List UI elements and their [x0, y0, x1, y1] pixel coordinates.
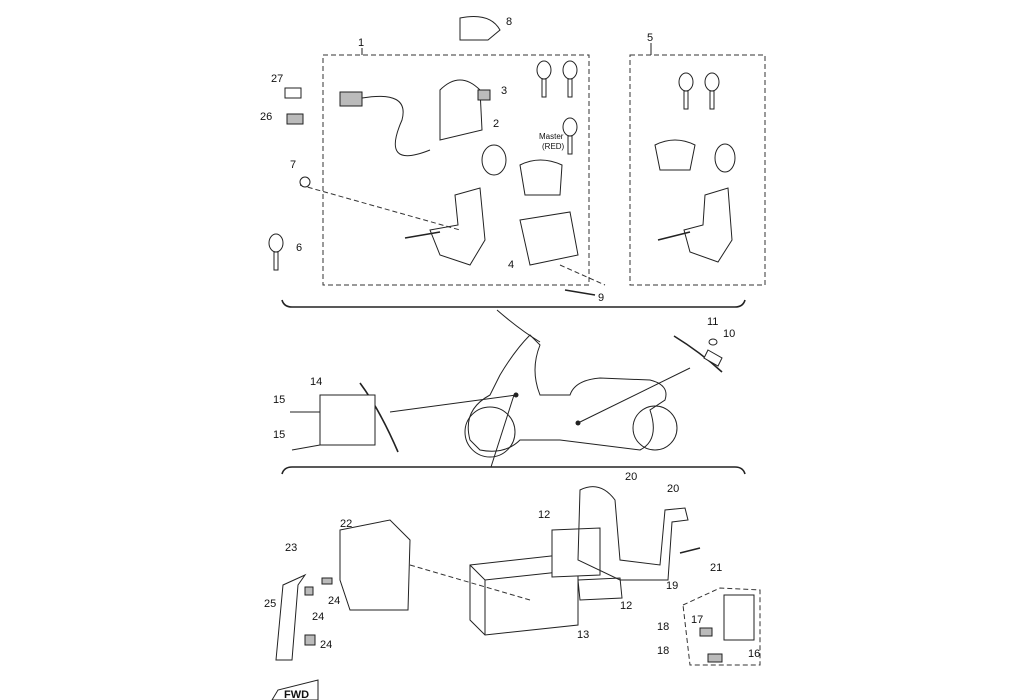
ignition-parts [299, 16, 606, 296]
callout-8: 8 [506, 16, 512, 28]
callout-22: 22 [340, 518, 352, 530]
callout-24b: 24 [312, 611, 324, 623]
lock-set-group-box [629, 54, 766, 286]
callout-27: 27 [271, 73, 283, 85]
callout-1: 1 [358, 37, 364, 49]
callout-15: 15 [273, 394, 285, 406]
fwd-arrow-icon: FWD [271, 679, 319, 700]
battery-parts [275, 486, 761, 666]
callout-3: 3 [501, 85, 507, 97]
callout-12b: 12 [620, 600, 632, 612]
callout-19: 19 [666, 580, 678, 592]
callout-13: 13 [577, 629, 589, 641]
section-bracket-top [281, 299, 746, 308]
rectifier-regulator [319, 394, 376, 446]
key-icons [268, 60, 736, 271]
callout-21: 21 [710, 562, 722, 574]
callout-4: 4 [508, 259, 514, 271]
callout-18: 18 [657, 621, 669, 633]
callout-25: 25 [264, 598, 276, 610]
callout-12: 12 [538, 509, 550, 521]
callout-16: 16 [748, 648, 760, 660]
callout-9: 9 [598, 292, 604, 304]
callouts: 1 2 3 4 5 6 7 8 9 10 11 12 12 13 14 15 1… [260, 16, 760, 660]
callout-2: 2 [493, 118, 499, 130]
callout-5: 5 [647, 32, 653, 44]
section-bracket-bottom [281, 466, 746, 475]
callout-23: 23 [285, 542, 297, 554]
callout-15b: 15 [273, 429, 285, 441]
callout-6: 6 [296, 242, 302, 254]
callout-20: 20 [625, 471, 637, 483]
callout-24c: 24 [320, 639, 332, 651]
master-key-label: Master [539, 132, 564, 141]
scooter-silhouette [389, 334, 691, 458]
callout-17: 17 [691, 614, 703, 626]
callout-18b: 18 [657, 645, 669, 657]
callout-26: 26 [260, 111, 272, 123]
fwd-label: FWD [284, 689, 309, 700]
master-key-color-label: (RED) [542, 142, 565, 151]
callout-7: 7 [290, 159, 296, 171]
callout-10: 10 [723, 328, 735, 340]
callout-24: 24 [328, 595, 340, 607]
callout-11: 11 [707, 316, 718, 328]
callout-20b: 20 [667, 483, 679, 495]
key-set-group-box [322, 54, 590, 286]
callout-14: 14 [310, 376, 322, 388]
